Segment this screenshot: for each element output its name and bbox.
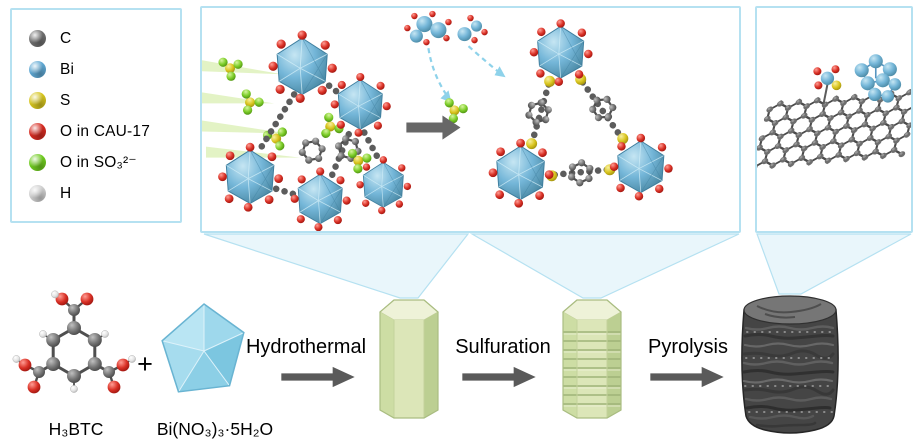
plus-sign: + — [137, 349, 153, 379]
cau17-framework-sulfurated — [488, 18, 674, 209]
legend-item-o-cau17: O in CAU-17 — [12, 116, 180, 147]
legend-label-o-so3: O in SO₃²⁻ — [60, 154, 137, 171]
cau17-rod — [379, 299, 439, 419]
h3btc-label: H₃BTC — [48, 419, 104, 439]
legend-label-c: C — [60, 29, 72, 47]
hydrothermal-label: Hydrothermal — [245, 336, 367, 358]
sulfuration-arrow — [462, 366, 536, 388]
carbon-rod — [741, 295, 839, 434]
legend-label-s: S — [60, 91, 71, 109]
sulfurated-rod — [562, 299, 622, 419]
callout-mof-left — [203, 233, 470, 299]
exchange-arrowhead — [494, 66, 506, 78]
legend-label-o-cau17: O in CAU-17 — [60, 122, 151, 140]
transformation-arrow — [406, 115, 461, 140]
bi-nitrate-label: Bi(NO₃)₃·5H₂O — [156, 419, 274, 439]
hydrothermal-arrow — [281, 366, 355, 388]
mof-structure-panel — [200, 6, 741, 233]
sphere-bi-icon — [29, 61, 46, 78]
bi-nitrate-crystal — [161, 303, 245, 393]
graphene-sheet — [757, 88, 911, 171]
sulfuration-label: Sulfuration — [455, 336, 551, 358]
pyrolysis-arrow — [650, 366, 724, 388]
legend-item-s: S — [12, 85, 180, 116]
legend-item-bi: Bi — [12, 54, 180, 85]
callout-graphene — [756, 233, 912, 295]
legend-panel: C Bi S O in CAU-17 O in SO₃²⁻ H — [10, 8, 182, 223]
bi-nanocluster — [854, 54, 902, 103]
legend-item-h: H — [12, 178, 180, 209]
sphere-c-icon — [29, 30, 46, 47]
carbon-texture — [742, 325, 835, 428]
sphere-h-icon — [29, 185, 46, 202]
legend-label-h: H — [60, 184, 72, 202]
sphere-o-cau17-icon — [29, 123, 46, 140]
sphere-s-icon — [29, 92, 46, 109]
exchange-arrows — [427, 45, 503, 98]
callout-mof-right — [469, 233, 740, 299]
sphere-o-so3-icon — [29, 154, 46, 171]
cau17-framework-left — [217, 29, 412, 231]
bi-s-o-site — [813, 65, 842, 105]
nanosheet-layers — [563, 331, 621, 407]
h3btc-molecule — [12, 290, 136, 394]
bi-oxo-fragment — [404, 10, 488, 46]
legend-item-c: C — [12, 23, 180, 54]
graphene-panel — [755, 6, 913, 233]
legend-item-o-so3: O in SO₃²⁻ — [12, 147, 180, 178]
pyrolysis-label: Pyrolysis — [647, 336, 728, 358]
legend-label-bi: Bi — [60, 60, 75, 78]
